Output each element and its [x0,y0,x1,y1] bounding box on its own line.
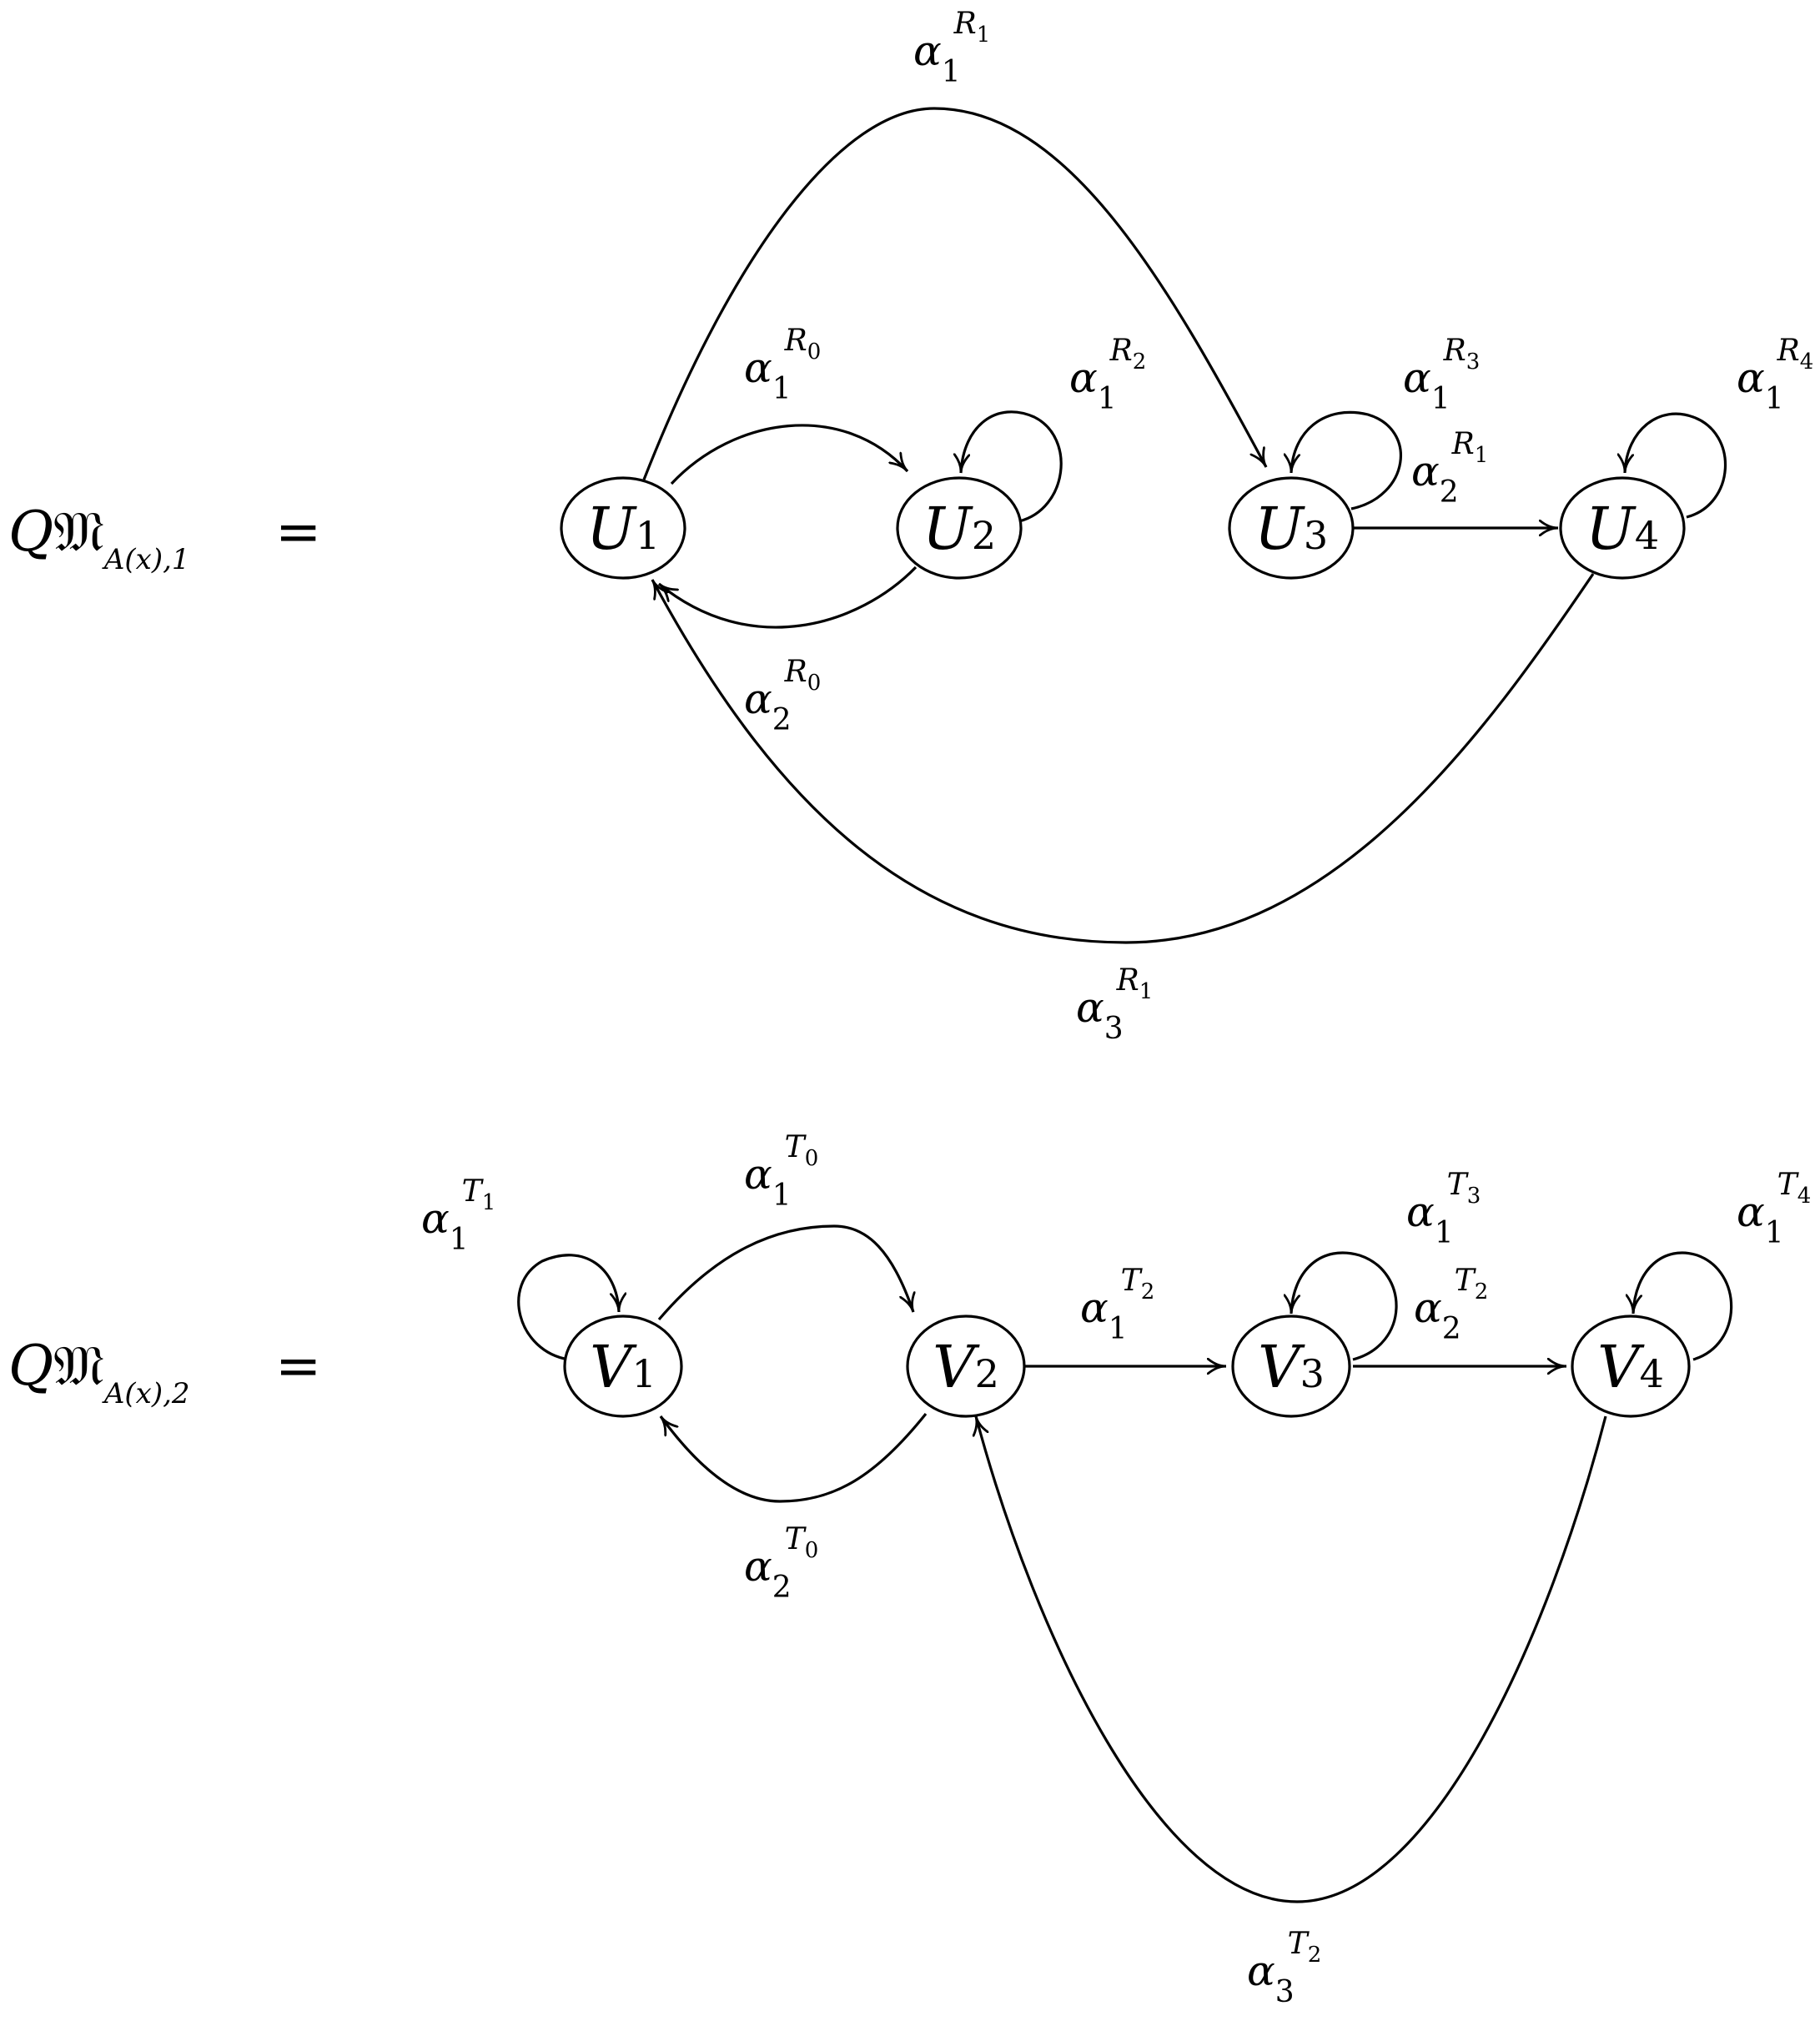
node-v1-letter: V [590,1333,637,1401]
node-v1-sub: 1 [632,1351,656,1396]
node-u3-sub: 3 [1304,513,1328,558]
lhs-2-q: Q [8,1334,53,1398]
edge-v4-v2 [976,1415,1607,1903]
node-u3: U3 [1228,476,1355,580]
label-v2-v3: α1T2 [1080,1264,1154,1346]
edge-v1-v2 [657,1224,913,1321]
edge-v4-loop [1633,1251,1733,1361]
label-u3-u4: α2R1 [1411,427,1488,510]
label-u4-loop: α1R4 [1737,334,1813,416]
edge-u1-u2 [670,424,909,485]
lhs-2: Q𝔐A(x),2 = [8,1334,321,1410]
lhs-1-q: Q [8,500,53,564]
node-u2-letter: U [923,495,973,563]
lhs-2-frak: 𝔐 [53,1334,104,1398]
node-u4: U4 [1559,476,1686,580]
node-v3-sub: 3 [1300,1351,1325,1396]
svg-text:V4: V4 [1597,1333,1664,1401]
node-v2: V2 [906,1315,1026,1418]
edge-v3-loop [1291,1251,1398,1361]
edge-u3-loop [1291,410,1402,510]
label-v1-loop: α1T1 [421,1174,495,1257]
svg-text:U3: U3 [1254,495,1328,563]
label-u3-loop: α1R3 [1403,334,1480,416]
node-v3: V3 [1231,1315,1351,1418]
svg-text:V3: V3 [1258,1333,1325,1401]
edge-u2-u1 [657,566,918,629]
edge-u1-u3 [642,107,1268,480]
label-u2-u1: α2R0 [744,655,821,737]
lhs-1-sub: A(x),1 [102,543,190,576]
label-u2-loop: α1R2 [1069,334,1146,416]
svg-text:V1: V1 [590,1333,656,1401]
diagram-2: Q𝔐A(x),2 = V1 V2 V3 V4 α1T1 [8,1130,1811,2009]
diagram-1: Q𝔐A(x),1 = U1 U2 U3 U4 α1R1 [8,7,1813,1046]
node-v4: V4 [1571,1315,1691,1418]
label-u4-u1: α3R1 [1076,963,1153,1046]
svg-text:Q𝔐A(x),2: Q𝔐A(x),2 [8,1334,190,1410]
edge-u4-u1 [651,573,1595,944]
node-u4-letter: U [1586,495,1636,563]
edge-u2-loop [961,410,1063,523]
node-v4-sub: 4 [1640,1351,1664,1396]
label-v4-v2: α3T2 [1247,1927,1321,2009]
node-u2-sub: 2 [972,513,996,558]
node-v2-letter: V [933,1333,980,1401]
node-u1-sub: 1 [636,513,660,558]
lhs-1-frak: 𝔐 [53,500,104,564]
label-v3-loop: α1T3 [1406,1168,1481,1250]
node-u1: U1 [560,476,686,580]
edge-v1-loop [517,1254,619,1361]
edge-v2-v1 [659,1413,928,1503]
node-v4-letter: V [1597,1333,1645,1401]
node-v2-sub: 2 [975,1351,999,1396]
label-v4-loop: α1T4 [1737,1168,1811,1250]
label-v1-v2: α1T0 [744,1130,818,1213]
lhs-1: Q𝔐A(x),1 = [8,500,321,576]
node-u3-letter: U [1254,495,1305,563]
svg-text:U4: U4 [1586,495,1659,563]
lhs-2-sub: A(x),2 [102,1377,190,1410]
edge-u4-loop [1625,412,1727,519]
label-u1-u2: α1R0 [744,324,821,406]
svg-text:V2: V2 [933,1333,999,1401]
label-v3-v4: α2T2 [1414,1264,1488,1346]
node-u2: U2 [896,476,1023,580]
lhs-1-eq: = [275,500,321,564]
svg-text:U2: U2 [923,495,996,563]
node-v3-letter: V [1258,1333,1305,1401]
node-u4-sub: 4 [1635,513,1659,558]
label-v2-v1: α2T0 [744,1522,818,1605]
lhs-2-eq: = [275,1334,321,1398]
svg-text:Q𝔐A(x),1: Q𝔐A(x),1 [8,500,190,576]
node-u1-letter: U [586,495,637,563]
label-u1-u3: α1R1 [913,7,990,89]
node-v1: V1 [563,1315,683,1418]
svg-text:U1: U1 [586,495,660,563]
